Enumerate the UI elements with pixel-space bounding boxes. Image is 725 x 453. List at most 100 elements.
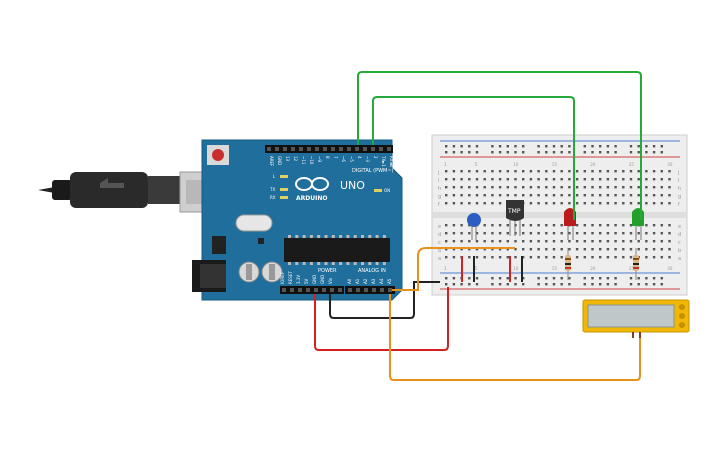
row-letter: a [438, 256, 441, 262]
digital-pin-label: 4 [357, 156, 362, 159]
wire-orange-a0-sensor[interactable] [392, 247, 515, 291]
column-number: 30 [667, 162, 673, 167]
analog-pin-label: A1 [355, 278, 360, 284]
analog-pin-label: A0 [347, 278, 352, 284]
voltage-regulator [212, 236, 226, 254]
digital-pin-label: TX►1 [381, 155, 386, 167]
digital-label: DIGITAL (PWM~) [352, 168, 394, 174]
column-number: 5 [475, 266, 478, 271]
row-letter: i [438, 178, 439, 184]
digital-pin-label: 8 [325, 156, 330, 159]
digital-pin-label: 2 [373, 156, 378, 159]
row-letter: c [438, 240, 441, 246]
svg-text:L: L [273, 174, 276, 179]
row-letter: g [438, 194, 441, 200]
resistor-1[interactable] [565, 248, 571, 280]
resistor-2[interactable] [633, 248, 639, 280]
led-on [374, 189, 382, 192]
microcontroller-chip [284, 238, 390, 262]
row-letter: e [438, 224, 441, 230]
wire-green-pin3[interactable] [372, 96, 575, 220]
row-letter: a [678, 256, 681, 262]
wire-red-5v[interactable] [314, 287, 449, 351]
digital-pin-label: AREF [269, 156, 274, 167]
power-pin-label: RESET [288, 271, 293, 284]
brand-label: ARDUINO [296, 195, 327, 202]
reset-button-cap [212, 149, 224, 161]
power-label: POWER [318, 268, 337, 274]
analog-pin-label: A4 [379, 278, 384, 284]
temperature-sensor[interactable]: TMP [506, 200, 524, 236]
row-letter: j [437, 170, 439, 176]
analog-pin-label: A3 [371, 278, 376, 284]
power-pin-label: GND [312, 275, 317, 284]
row-letter: j [677, 170, 679, 176]
svg-text:ON: ON [384, 188, 390, 193]
column-number: 25 [629, 162, 635, 167]
row-letter: c [678, 240, 681, 246]
digital-pin-label: ~5 [349, 156, 354, 162]
digital-pin-label: 12 [293, 156, 298, 162]
column-number: 30 [667, 266, 673, 271]
column-number: 10 [513, 266, 519, 271]
digital-pin-label: RX◄0 [389, 156, 394, 168]
digital-pin-label: ~10 [309, 156, 314, 165]
digital-pin-label: 7 [333, 156, 338, 159]
column-number: 1 [444, 162, 447, 167]
row-letter: e [678, 224, 681, 230]
column-number: 20 [590, 162, 596, 167]
column-number: 1 [444, 266, 447, 271]
ceramic-capacitor[interactable] [467, 213, 481, 240]
row-letter: f [678, 202, 680, 208]
column-number: 15 [552, 162, 558, 167]
row-letter: f [438, 202, 440, 208]
analog-pin-label: A5 [387, 278, 392, 284]
model-label: UNO [340, 179, 365, 192]
power-pin-label: IOREF [280, 271, 285, 284]
svg-text:RX: RX [270, 195, 276, 200]
power-pin-label: 5V [304, 278, 309, 284]
lcd-pin-1 [679, 304, 685, 310]
power-pin-label: Vin [328, 277, 333, 284]
row-letter: d [438, 232, 441, 238]
digital-pin-label: 13 [285, 156, 290, 162]
column-number: 5 [475, 162, 478, 167]
led-l [280, 175, 288, 178]
led-tx [280, 188, 288, 191]
usb-cable[interactable] [38, 171, 229, 213]
power-header [280, 286, 344, 294]
arduino-logo [295, 177, 329, 191]
sensor-label: TMP [507, 208, 521, 215]
wire-black-gnd[interactable] [329, 281, 440, 319]
crystal [235, 214, 273, 232]
column-number: 10 [513, 162, 519, 167]
column-number: 15 [552, 266, 558, 271]
digital-pin-label: ~3 [365, 156, 370, 162]
lcd-pin-3 [679, 322, 685, 328]
digital-pin-label: ~11 [301, 156, 306, 165]
digital-header [265, 145, 393, 153]
row-letter: b [438, 248, 441, 254]
digital-pin-label: ~6 [341, 156, 346, 162]
row-letter: g [678, 194, 681, 200]
digital-pin-label: ~9 [317, 156, 322, 162]
row-letter: h [678, 186, 681, 192]
row-letter: h [438, 186, 441, 192]
column-number: 20 [590, 266, 596, 271]
lcd-display[interactable] [582, 299, 690, 338]
power-pin-label: GND [320, 275, 325, 284]
column-number: 25 [629, 266, 635, 271]
row-letter: d [678, 232, 681, 238]
wire-green-pin4[interactable] [357, 71, 642, 220]
analog-pin-label: A2 [363, 278, 368, 284]
analog-header [345, 286, 395, 294]
lcd-pin-2 [679, 313, 685, 319]
led-rx [280, 196, 288, 199]
digital-pin-label: GND [277, 156, 282, 165]
wire-orange-a0-lcd[interactable] [389, 294, 641, 381]
row-letter: i [678, 178, 679, 184]
analog-label: ANALOG IN [358, 268, 386, 274]
power-pin-label: 3.3V [296, 275, 301, 284]
